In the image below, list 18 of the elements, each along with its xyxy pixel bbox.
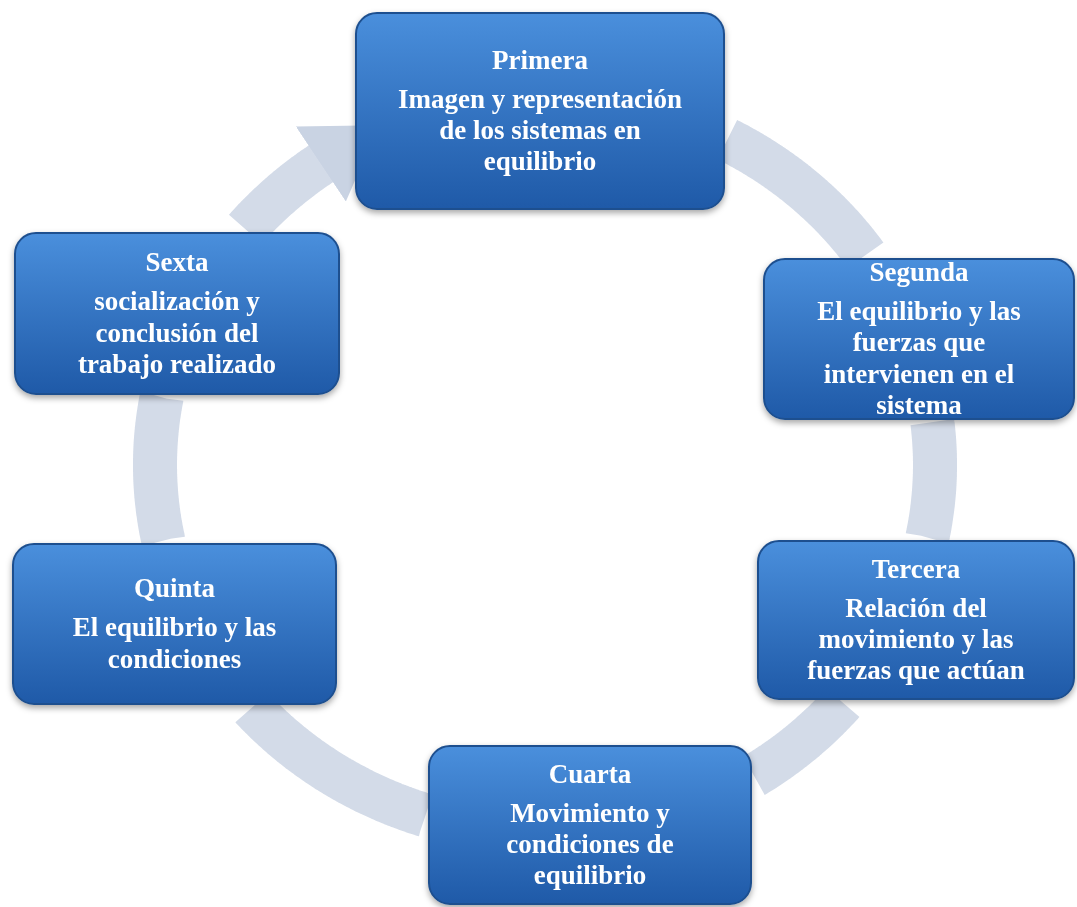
step-title: Quinta bbox=[134, 573, 215, 605]
step-box bbox=[763, 258, 1075, 420]
step-title: Tercera bbox=[871, 553, 961, 585]
step-box bbox=[14, 232, 340, 395]
step-description: Movimiento y condiciones de equilibrio bbox=[505, 797, 675, 892]
step-description: socialización y conclusión del trabajo realizado bbox=[76, 286, 278, 380]
step-description: El equilibrio y las condiciones bbox=[71, 612, 278, 675]
step-description: Relación del movimiento y las fuerzas que actúan bbox=[806, 592, 1026, 687]
step-description: El equilibrio y las fuerzas que intervienen en el sistema bbox=[816, 296, 1022, 421]
step-box bbox=[428, 745, 752, 905]
step-description: Imagen y representación de los sistemas en equilibrio bbox=[397, 83, 683, 178]
step-title: Segunda bbox=[869, 257, 969, 289]
step-box bbox=[12, 543, 337, 705]
step-title: Primera bbox=[492, 44, 588, 76]
step-title: Sexta bbox=[145, 247, 209, 279]
step-box bbox=[355, 12, 725, 210]
step-title: Cuarta bbox=[548, 758, 632, 790]
step-box bbox=[757, 540, 1075, 700]
